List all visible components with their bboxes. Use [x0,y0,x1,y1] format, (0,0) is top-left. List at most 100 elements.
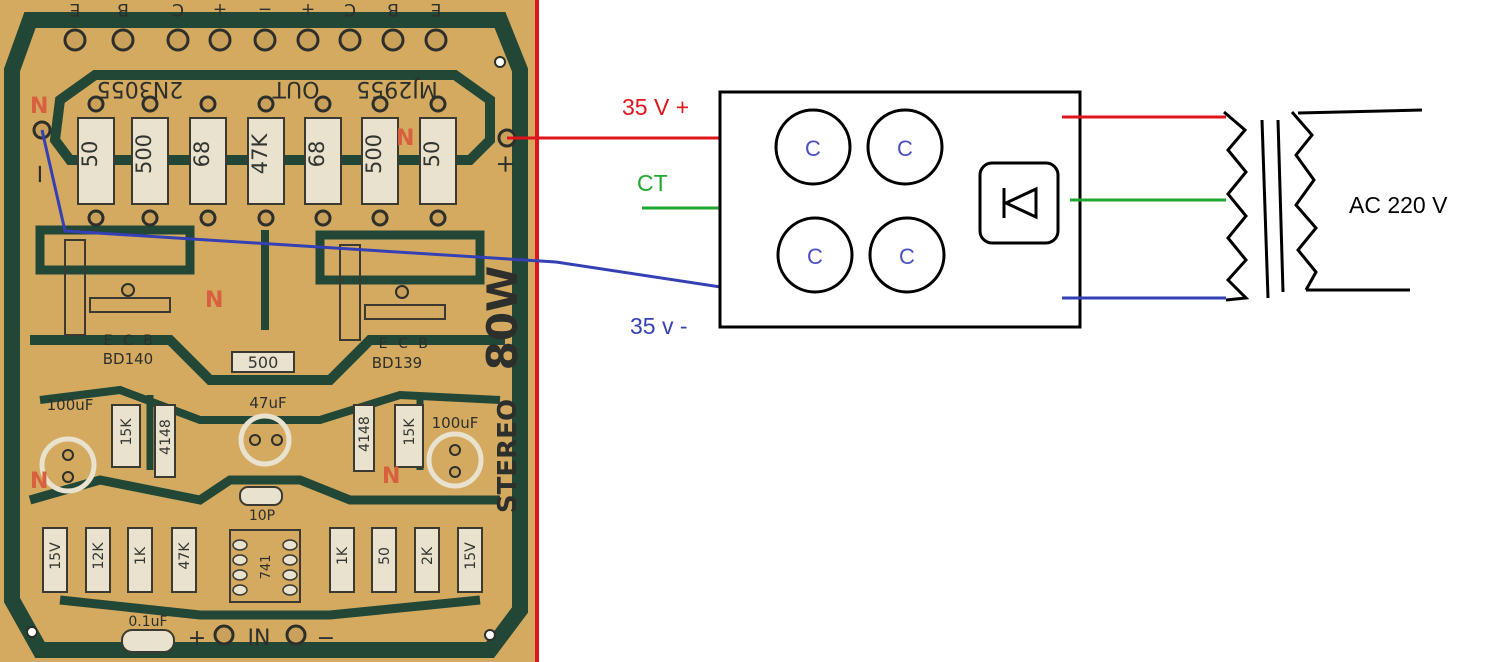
power-transistor-labels: 2N3055 OUT MJ2955 [97,76,438,101]
pad [141,209,159,227]
driver-right-pin-e: E [379,336,388,352]
zener-15v-left [42,527,68,593]
resistor-1k-right [329,527,355,593]
wire-negative-from-pcb [40,129,748,293]
label-opamp-741: 741 [259,555,274,580]
label-47k-bottom: 47K [177,542,193,570]
pad-e-left [63,28,87,52]
label-2k: 2K [420,546,436,565]
pad-e-right [424,28,448,52]
rectifier-body [978,161,1060,245]
pad [429,209,447,227]
bottom-part-labels: 15V 12K 1K 47K 1K 50 2K 15V [48,542,479,570]
label-bd139: BD139 [372,354,422,372]
cap-100uf-left-body [39,436,97,494]
pin-label-minus: − [258,0,272,19]
label-cap-100uf-right: 100uF [432,414,479,432]
resistor-label-68-right: 68 [305,141,329,168]
top-resistor-row [77,117,457,205]
pad [87,209,105,227]
zener-15v-right [457,527,483,593]
resistor-label-50-left: 50 [78,141,102,168]
pad [199,95,217,113]
pad-input-minus [285,624,307,646]
resistor-50-left [77,117,115,205]
mounting-holes [26,56,506,641]
pad-plus-2 [296,28,320,52]
label-mj2955: MJ2955 [356,76,437,101]
resistor-label-500-left: 500 [132,134,156,174]
cap-pads [62,434,461,483]
input-minus-mark: − [317,626,335,651]
pad [371,95,389,113]
capacitor-4 [868,216,946,294]
label-center-tap: CT [637,170,668,196]
cap-labels: 100uF 47uF 100uF [47,394,479,432]
pad-c-left [166,28,190,52]
resistor-15k-right [394,404,424,468]
pad [199,209,217,227]
label-cap-47uf: 47uF [249,394,286,412]
brand-stereo: STEREO [493,399,523,513]
pin-label-b-right: B [387,0,399,19]
pin-label-e-right: E [431,0,442,19]
label-positive-rail: 35 V + [622,94,689,120]
bottom-right-parts [329,527,483,593]
bridge-rectifier [978,161,1060,245]
label-4148-right: 4148 [357,416,373,452]
pin-label-e-left: E [70,0,81,19]
resistor-label-500-mid: 500 [248,353,279,372]
mid-vertical-labels: 15K 4148 4148 15K [119,416,418,455]
pad-c-right [338,28,362,52]
transformer-secondary-coil [1223,110,1250,302]
n-mark-3: N [205,288,223,313]
driver-pin-labels: E C B E C B [104,333,428,352]
transformer-core-1 [1260,119,1270,299]
resistor-68-left [189,117,227,205]
label-15k-right: 15K [402,418,418,446]
label-2n3055: 2N3055 [97,76,183,101]
capacitor-1 [774,108,852,186]
label-15v-right: 15V [463,542,479,570]
driver-right-pin-c: C [398,336,408,352]
resistor-label-47k: 47K [248,133,272,175]
resistor-15k-left [111,404,141,468]
n-mark-2: N [396,126,414,151]
label-ac-input: AC 220 V [1349,192,1448,218]
n-marks: N N N N N [30,94,414,494]
pad [429,95,447,113]
resistor-500-mid [231,351,295,373]
top-pin-labels: E B C + − + C B E [70,0,442,19]
capacitor-3-label: C [807,244,823,269]
output-bus-trace [49,70,495,165]
pin-label-plus-2: + [301,0,315,19]
resistor-label-68-left: 68 [190,141,214,168]
pin-label-plus-1: + [213,0,227,19]
diode-4148-left [154,404,176,478]
n-mark-4: N [382,464,400,489]
pad [314,209,332,227]
trace-left-driver [35,225,195,275]
cap-10p-body [239,486,283,506]
label-negative-rail: 35 v - [630,313,688,339]
pcb-plus-mark: + [491,154,519,174]
capacitor-3 [776,216,854,294]
label-1k-left: 1K [133,546,149,565]
transformer-primary-coil [1290,111,1318,291]
pad [141,95,159,113]
pad [314,95,332,113]
trace-mid-bus [30,335,505,385]
n-mark-1: N [30,94,48,119]
pad-minus [253,28,277,52]
capacitor-labels: C C C C [805,136,915,269]
bottom-left-parts [42,527,197,593]
top-pin-pads [63,28,448,52]
resistor-1k-left [127,527,153,593]
pad-b-right [381,28,405,52]
trace-lower-bus [28,475,500,505]
resistor-68-right [304,117,342,205]
input-in-label: IN [248,626,271,651]
pad [257,209,275,227]
resistor-label-50-right: 50 [420,141,444,168]
